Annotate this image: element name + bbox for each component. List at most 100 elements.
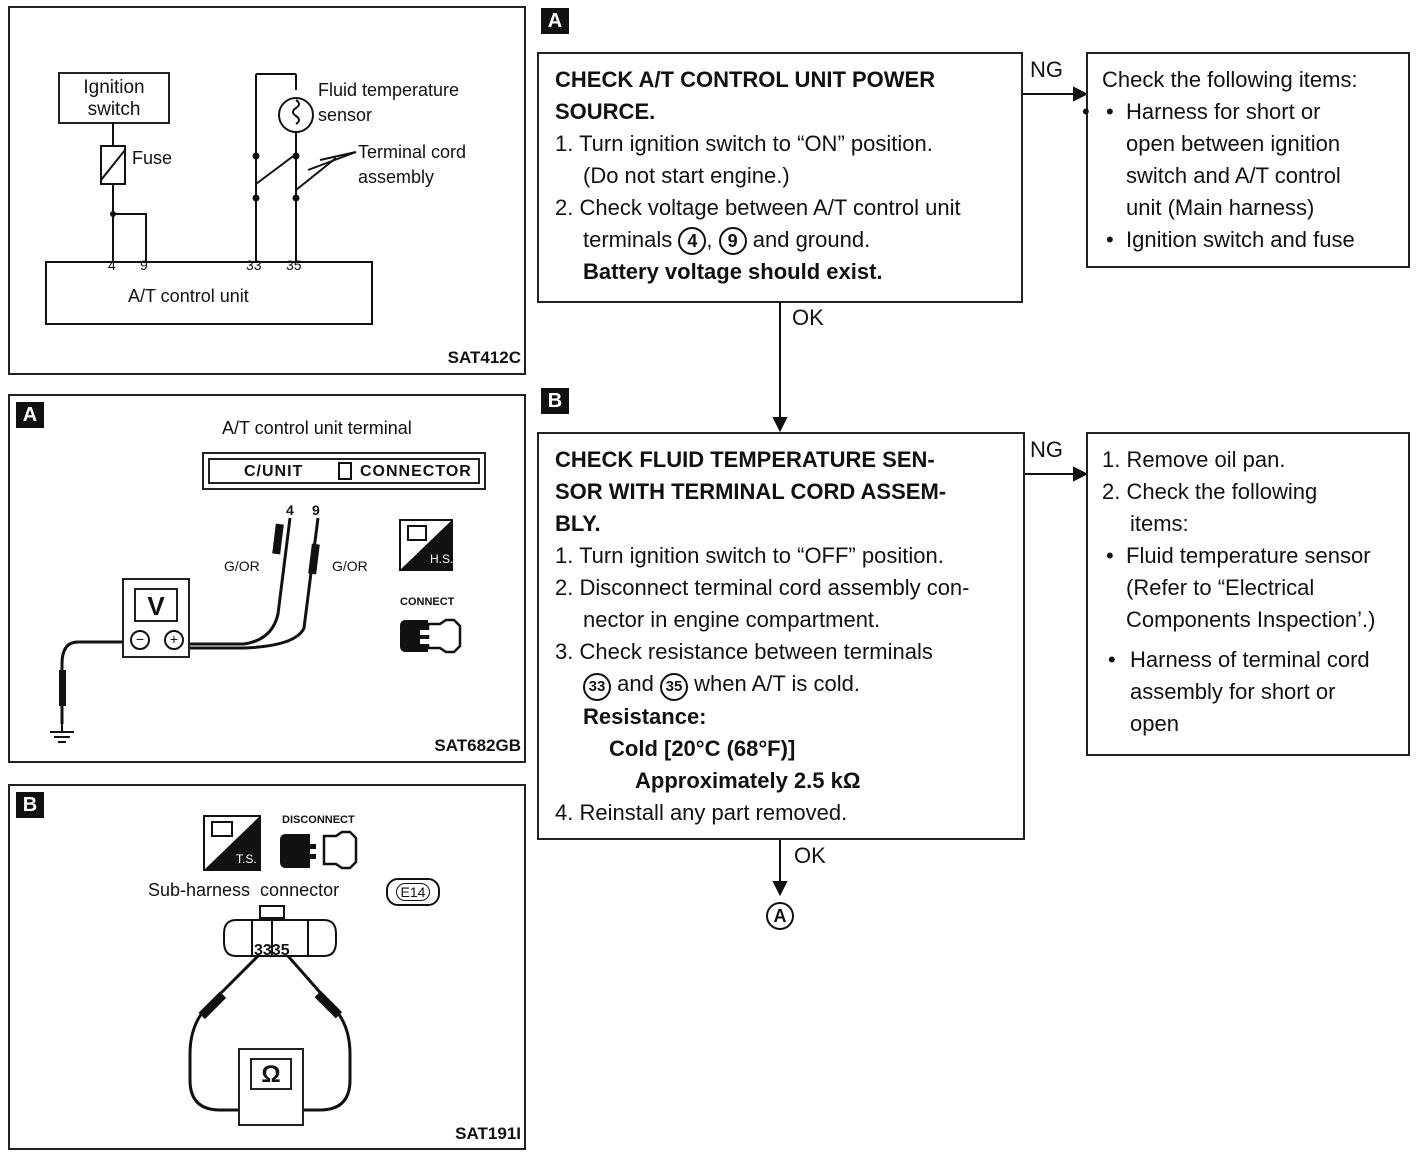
terminal-35: 35 [286, 257, 302, 273]
step-a-box: CHECK A/T CONTROL UNIT POWER SOURCE. 1. … [537, 52, 1023, 303]
ignition-switch-box: Ignition switch [58, 72, 170, 124]
ts-icon-label: T.S. [236, 852, 257, 866]
pin-9-label: 9 [312, 502, 320, 518]
step-a-ng-label: NG [1030, 57, 1063, 82]
terminal-33-circle: 33 [583, 673, 611, 701]
terminal-cord-label-2: assembly [358, 167, 435, 187]
connector-id-badge: E14 [386, 878, 440, 906]
connect-label: CONNECT [400, 596, 455, 608]
ng-a-bullet-1: • Harness for short or open between igni… [1082, 96, 1408, 224]
ng-b-bullet-1-line-1: Fluid temperature sensor [1126, 543, 1371, 568]
latch-icon [338, 462, 352, 480]
step-b-item-2: 2. Disconnect terminal cord assembly con… [555, 575, 970, 600]
step-a-item-1: 1. Turn ignition switch to “ON” position… [555, 131, 933, 156]
step-b-item-2b: nector in engine compartment. [583, 607, 881, 632]
and-word: and [617, 671, 654, 696]
ng-b-line-3: items: [1130, 511, 1189, 536]
resistance-label: Resistance: [583, 704, 707, 729]
when-cold: when A/T is cold. [694, 671, 860, 696]
connector-left-label: C/UNIT [244, 463, 304, 480]
disconnect-label: DISCONNECT [282, 814, 355, 826]
step-a-expectation: Battery voltage should exist. [583, 259, 883, 284]
step-a-ng-box: Check the following items: • Harness for… [1082, 52, 1410, 268]
panel-b-label: B [16, 792, 44, 818]
step-b-item-3b: 33 and 35 when A/T is cold. [555, 668, 1023, 701]
wiring-lines [45, 73, 373, 325]
connector-right-label: CONNECTOR [360, 463, 472, 480]
ng-b-bullet-1-line-3: Components Inspection’.) [1126, 607, 1376, 632]
terminal-9-circle: 9 [718, 227, 747, 255]
ng-b-bullet-2-line-2: assembly for short or [1130, 679, 1336, 704]
and-ground: and ground. [752, 227, 871, 252]
ts-icon [203, 815, 261, 871]
ignition-switch-label-2: switch [87, 99, 141, 120]
step-b-label: B [541, 388, 569, 414]
step-a-title-2: SOURCE. [555, 99, 656, 124]
ng-b-bullet-2-line-1: Harness of terminal cord [1130, 647, 1370, 672]
hs-icon [399, 519, 453, 571]
bullet-dot: • [1106, 543, 1114, 568]
terminal-9: 9 [140, 257, 148, 273]
panel-a-label: A [16, 402, 44, 428]
ng-b-bullet-1: • Fluid temperature sensor (Refer to “El… [1102, 540, 1408, 636]
step-b-box: CHECK FLUID TEMPERATURE SEN- SOR WITH TE… [537, 432, 1025, 840]
fluid-sensor-label-1: Fluid temperature [318, 80, 460, 100]
ng-a-bullet-1-line-4: unit (Main harness) [1126, 195, 1315, 220]
harness-wiring [188, 905, 352, 1112]
wire-left-label: G/OR [224, 558, 260, 574]
step-b-title-1: CHECK FLUID TEMPERATURE SEN- [555, 447, 935, 472]
connector-id: E14 [395, 883, 431, 901]
connect-icon [400, 618, 462, 654]
wiring-diagram-panel: Ignition switch Fu [8, 6, 526, 375]
control-unit-label: A/T control unit [128, 286, 249, 306]
voltmeter: V − + [122, 578, 190, 658]
plus-terminal-icon: + [164, 630, 184, 650]
resistance-check-panel: B T.S. DISCONNECT Sub-harness connector … [8, 784, 526, 1150]
step-a-title-1: CHECK A/T CONTROL UNIT POWER [555, 67, 936, 92]
step-a-label: A [541, 8, 569, 34]
fluid-sensor-label: Fluid temperature sensor [318, 78, 459, 128]
voltage-check-panel: A A/T control unit terminal C/UNIT CONNE… [8, 394, 526, 763]
minus-terminal-icon: − [130, 630, 150, 650]
step-a-ok-label: OK [792, 305, 824, 330]
ohmmeter-display: Ω [250, 1058, 292, 1090]
ng-a-heading: Check the following items: [1102, 67, 1358, 92]
terminal-cord-label-1: Terminal cord [358, 142, 467, 162]
terminals-word: terminals [583, 227, 673, 252]
step-b-title-3: BLY. [555, 511, 601, 536]
hs-icon-label: H.S. [430, 552, 454, 566]
ng-b-bullet-1-line-2: (Refer to “Electrical [1126, 575, 1315, 600]
step-b-item-1: 1. Turn ignition switch to “OFF” positio… [555, 543, 944, 568]
ng-a-bullet-1-line-1: Harness for short or [1126, 99, 1321, 124]
step-b-item-3: 3. Check resistance between terminals [555, 639, 933, 664]
connector-title: A/T control unit terminal [222, 418, 412, 438]
probe-wiring [50, 517, 320, 743]
disconnect-icon [280, 830, 358, 870]
step-b-ok-label: OK [794, 843, 826, 868]
ng-a-bullet-2-line-1: Ignition switch and fuse [1126, 227, 1355, 252]
ng-b-bullet-2: • Harness of terminal cord assembly for … [1102, 644, 1408, 740]
terminal-35-circle: 35 [659, 673, 688, 701]
ng-b-bullet-2-line-3: open [1130, 711, 1179, 736]
step-b-ng-box: 1. Remove oil pan. 2. Check the followin… [1086, 432, 1410, 756]
figure-code: SAT682GB [434, 736, 521, 755]
voltmeter-display: V [134, 588, 178, 622]
terminal-4-circle: 4 [678, 227, 707, 255]
step-b-ng-label: NG [1030, 437, 1063, 462]
ignition-switch-label-1: Ignition [83, 77, 145, 98]
next-step-connector: A [766, 902, 794, 930]
terminal-cord-label: Terminal cord assembly [358, 140, 466, 190]
pin-4-label: 4 [286, 502, 294, 518]
sub-harness-label: Sub-harness connector [148, 880, 340, 900]
ng-a-bullet-1-line-2: open between ignition [1126, 131, 1341, 156]
ng-a-bullet-1-line-3: switch and A/T control [1126, 163, 1341, 188]
bullet-dot: • [1106, 99, 1114, 124]
fuse-label: Fuse [132, 148, 173, 168]
comma: , [706, 227, 713, 252]
bullet-dot: • [1108, 647, 1116, 672]
ng-a-bullet-2: • Ignition switch and fuse [1102, 224, 1408, 256]
harness-pins: 3335 [254, 942, 290, 959]
step-b-item-4: 4. Reinstall any part removed. [555, 800, 848, 825]
ng-b-line-1: 1. Remove oil pan. [1102, 447, 1286, 472]
